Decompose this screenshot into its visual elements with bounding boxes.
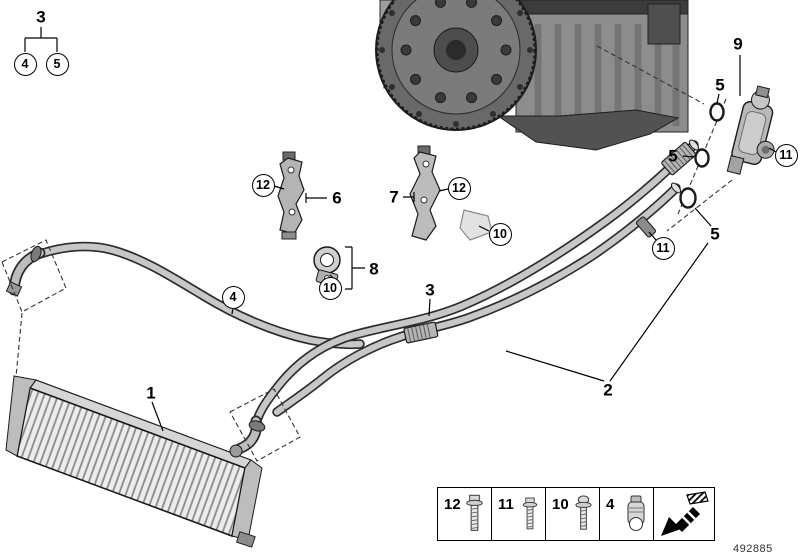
legend-item-12[interactable]: 12	[438, 488, 492, 540]
oil-cooler-art	[5, 375, 263, 548]
legend-item-12-label: 12	[444, 496, 461, 513]
legend-item-4[interactable]: 4	[600, 488, 654, 540]
legend-item-4-label: 4	[606, 496, 615, 513]
legend-item-11-label: 11	[498, 496, 514, 513]
callout-11-pipe[interactable]: 11	[651, 236, 675, 260]
callout-5-top[interactable]: 5	[715, 75, 725, 95]
callout-1-cooler[interactable]: 1	[146, 383, 156, 403]
engine-transmission-art	[375, 0, 689, 151]
callout-5-mid[interactable]: 5	[668, 146, 678, 166]
oil-cooler-pipes-art	[35, 140, 699, 429]
legend-item-10-label: 10	[552, 496, 569, 513]
callout-10-clamp[interactable]: 10	[318, 276, 342, 300]
callout-9-pipe[interactable]: 9	[733, 34, 743, 54]
callout-12-left[interactable]: 12	[251, 173, 275, 197]
elbow-fittings-art	[5, 245, 266, 458]
callout-10-clip[interactable]: 10	[488, 222, 512, 246]
flange-bolt-icon	[466, 494, 483, 531]
part-number: 492885	[733, 543, 773, 555]
flywheel-rim-holes	[379, 10, 533, 127]
callout-11-fitting[interactable]: 11	[774, 143, 798, 167]
callout-6-bracket[interactable]: 6	[332, 188, 342, 208]
pipe-connector-art	[726, 85, 775, 175]
callout-3-pipe[interactable]: 3	[425, 280, 435, 300]
legend-direction-cell[interactable]	[654, 488, 714, 540]
pipe-details-art	[403, 139, 700, 344]
leader-lines	[24, 27, 777, 432]
callout-4-clamp[interactable]: 4	[13, 52, 37, 76]
bracket-7-art	[409, 145, 441, 241]
callout-2-pipes[interactable]: 2	[603, 380, 613, 400]
washer-screw-icon	[575, 495, 592, 530]
flywheel-bolts	[400, 0, 512, 104]
hose-clamp-icon	[627, 495, 645, 531]
callout-12-right[interactable]: 12	[447, 176, 471, 200]
legend-item-11[interactable]: 11	[492, 488, 546, 540]
callout-5-low[interactable]: 5	[710, 224, 720, 244]
o-rings-art	[679, 102, 725, 209]
legend-item-10[interactable]: 10	[546, 488, 600, 540]
callout-7-bracket[interactable]: 7	[389, 187, 399, 207]
clip-art	[459, 209, 493, 241]
front-direction-arrow-icon	[661, 491, 709, 536]
callout-4-pipe[interactable]: 4	[221, 285, 245, 309]
callout-3-group[interactable]: 3	[36, 7, 46, 27]
flange-bolt-icon	[522, 497, 538, 529]
callout-5-oring[interactable]: 5	[45, 52, 69, 76]
legend-table: 12 11 10	[437, 487, 715, 541]
bracket-6-art	[277, 151, 305, 240]
callout-8-clamp[interactable]: 8	[369, 259, 379, 279]
